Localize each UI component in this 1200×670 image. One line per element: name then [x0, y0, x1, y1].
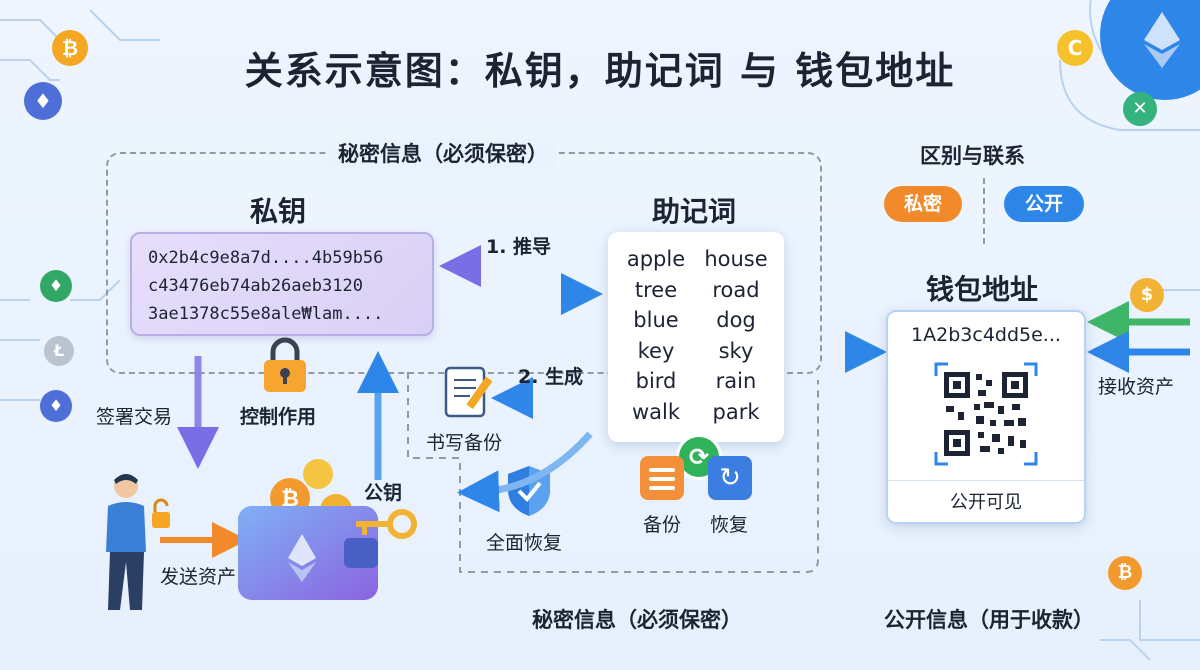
coin-icon: ✕: [1123, 92, 1157, 126]
restore-label: 恢复: [710, 514, 749, 536]
mnemonic-word: rain: [715, 369, 757, 393]
full-restore-label: 全面恢复: [486, 532, 563, 554]
sign-label: 签署交易: [96, 406, 173, 428]
legend-divider: [983, 178, 985, 244]
mnemonic-word: walk: [631, 399, 681, 424]
svg-text:₿: ₿: [281, 487, 299, 512]
private-key-line: 3ae1378c55e8ale₩lam....: [148, 304, 384, 324]
address-caption: 公开可见: [950, 492, 1022, 513]
secret-label-top: 秘密信息（必须保密）: [328, 138, 558, 168]
ethereum-icon: [1144, 12, 1180, 68]
mnemonic-word: dog: [716, 308, 756, 332]
address-box: 1A2b3c4dd5e... 公开可见: [886, 310, 1086, 524]
private-key-box: 0x2b4c9e8a7d....4b59b56 c43476eb74ab26ae…: [130, 232, 434, 336]
address-title: 钱包地址: [926, 273, 1039, 306]
public-key-label: 公钥: [364, 482, 403, 504]
mnemonic-word: key: [637, 338, 675, 363]
mnemonic-title: 助记词: [652, 195, 737, 228]
receive-label: 接收资产: [1098, 376, 1175, 398]
coin-icon: C: [1057, 30, 1093, 66]
mnemonic-box: apple house tree road blue dog key sky b…: [608, 232, 784, 442]
secret-label-bottom: 秘密信息（必须保密）: [532, 608, 742, 632]
bitcoin-icon: ₿: [1108, 556, 1142, 590]
derive-arrow: [439, 245, 603, 315]
address-value: 1A2b3c4dd5e...: [911, 324, 1061, 346]
restore-icon: ↻: [708, 456, 752, 500]
private-key-line: c43476eb74ab26aeb3120: [148, 276, 363, 296]
mnemonic-word: apple: [626, 247, 686, 271]
notebook-icon: [444, 366, 493, 418]
ethereum-badge-topright: [1100, 0, 1200, 100]
coin-icon: ♦: [40, 270, 72, 302]
coin-icon: $: [1130, 278, 1164, 312]
pill-public: 公开: [1004, 186, 1084, 222]
bitcoin-icon: ₿: [52, 30, 88, 66]
ethereum-icon: ♦: [24, 82, 62, 120]
page-title: 关系示意图：私钥，助记词 与 钱包地址: [244, 49, 956, 93]
bitcoin-coin-topleft: ₿: [52, 30, 88, 66]
derive-label: 1. 推导: [486, 236, 552, 258]
mnemonic-word: tree: [634, 277, 678, 302]
mnemonic-word: road: [712, 277, 760, 302]
ethereum-coin-left-1: ♦: [24, 82, 62, 120]
restore-arrow: [457, 431, 593, 513]
backup-icon: [640, 456, 684, 500]
diff-title: 区别与联系: [920, 144, 1025, 168]
mnemonic-word: blue: [633, 308, 679, 332]
generate-label: 2. 生成: [518, 366, 584, 388]
lock-icon: [264, 337, 306, 392]
control-label: 控制作用: [240, 406, 317, 428]
send-label: 发送资产: [160, 566, 237, 588]
coin-icon: Ł: [44, 336, 74, 366]
private-key-title: 私钥: [250, 195, 307, 228]
mnemonic-word: sky: [718, 338, 754, 363]
wallet-icon: ₿: [238, 459, 417, 600]
private-key-line: 0x2b4c9e8a7d....4b59b56: [148, 248, 384, 268]
backup-label: 备份: [643, 514, 682, 536]
public-label-bottom: 公开信息（用于收款）: [884, 608, 1094, 632]
notebook-label: 书写备份: [426, 432, 503, 454]
ethereum-icon: ♦: [40, 390, 72, 422]
mnemonic-word: house: [704, 247, 768, 271]
mnemonic-word: park: [712, 399, 760, 424]
mnemonic-word: bird: [635, 369, 677, 393]
pill-private: 私密: [884, 186, 962, 222]
qr-code-icon: [934, 362, 1038, 466]
person-icon: [106, 474, 170, 610]
